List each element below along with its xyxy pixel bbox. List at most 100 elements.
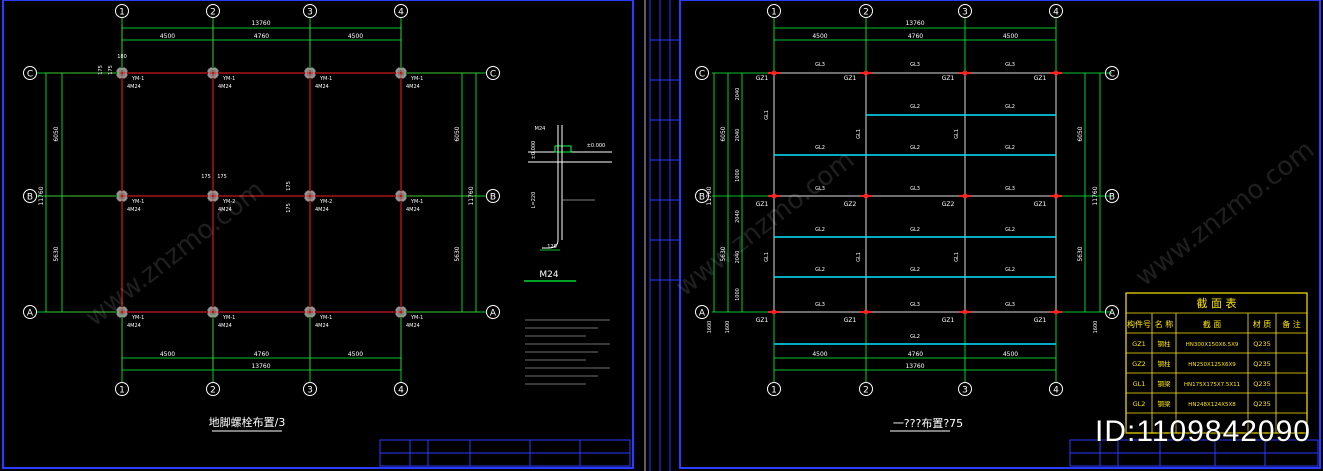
left-sheet-frame (2, 0, 634, 469)
column-label-GZ1: GZ1 (942, 75, 955, 82)
dim-left-upper: 6050 (720, 126, 727, 141)
anchor-bolt-group (305, 307, 315, 317)
detail-label: M24 (535, 126, 546, 132)
beam-label-gl2: GL2 (910, 145, 920, 151)
bolt-sublabel: 4M24 (315, 207, 329, 213)
column-label-GZ1: GZ1 (1034, 317, 1047, 324)
grid-bubble-top-1 (767, 4, 781, 18)
left-title-block (379, 439, 631, 467)
grid-bubble-top-3 (303, 4, 317, 18)
watermark-text: www.znzmo.com (670, 145, 860, 303)
dim-right-upper: 6050 (454, 126, 461, 141)
grid-bubble-bottom-3-label: 3 (307, 386, 313, 396)
table-cell: GZ2 (1132, 360, 1146, 368)
steel-plan-title: 一???布置?75 (893, 417, 963, 430)
grid-bubble-left-B (23, 189, 37, 203)
column-label-GZ1: GZ1 (844, 317, 857, 324)
anchor-bolt-group (305, 68, 315, 78)
grid-bubble-right-C-label: C (490, 70, 496, 80)
grid-bubble-right-A-label: A (1109, 309, 1116, 319)
grid-bubble-left-A (695, 305, 709, 319)
table-cell: Q235 (1253, 380, 1271, 388)
grid-bubble-top-2-label: 2 (210, 8, 216, 18)
dim-left-upper: 6050 (53, 126, 60, 141)
bolt-label: YM-1 (319, 76, 332, 82)
column-label-GZ2: GZ2 (844, 201, 857, 208)
column-node (1053, 309, 1059, 315)
beam-label-gl2: GL2 (815, 267, 825, 273)
bolt-label: YM-1 (131, 315, 144, 321)
column-label-GZ1: GZ1 (942, 317, 955, 324)
dim-bottom: 4760 (908, 351, 923, 358)
grid-bubble-left-B-label: B (27, 193, 33, 203)
grid-bubble-top-4 (394, 4, 408, 18)
column-node (863, 70, 869, 76)
table-cell: Q235 (1253, 360, 1271, 368)
column-label-GZ1: GZ1 (756, 75, 769, 82)
dim-bottom: 4500 (1003, 351, 1018, 358)
bolt-label: YM-1 (410, 199, 423, 205)
grid-bubble-bottom-3 (303, 382, 317, 396)
dim-left-stack: 2040 (735, 210, 741, 223)
dim-left-stack: 2040 (735, 129, 741, 142)
grid-bubble-left-C-label: C (699, 70, 705, 80)
bolt-sublabel: 4M24 (127, 84, 141, 90)
bolt-label: YM-1 (131, 76, 144, 82)
dim-left-lower: 5630 (53, 246, 60, 261)
dim-left-stack: 1000 (735, 288, 741, 301)
bolt-sublabel: 4M24 (315, 323, 329, 329)
table-cell: 钢柱 (1158, 339, 1172, 348)
detail-title: M24 (539, 270, 558, 280)
anchor-bolt-plan-title: 地脚螺栓布置/3 (209, 415, 286, 429)
dim-top: 4760 (254, 33, 269, 40)
bolt-label: YM-1 (410, 315, 423, 321)
grid-bubble-right-A-label: A (490, 309, 497, 319)
detail-dim: 120 (547, 244, 557, 250)
column-label-GZ1: GZ1 (844, 75, 857, 82)
beam-label-gl2: GL2 (1005, 227, 1015, 233)
table-cell: Q235 (1253, 340, 1271, 348)
beam-label-gl2: GL2 (910, 227, 920, 233)
table-cell: HN248X124X5X8 (1188, 402, 1236, 408)
dim-left-stack: 1000 (735, 169, 741, 182)
column-label-GZ2: GZ2 (942, 201, 955, 208)
table-header: 材 质 (1253, 319, 1272, 329)
bolt-sublabel: 4M24 (315, 84, 329, 90)
watermark-text: www.znzmo.com (1130, 135, 1320, 293)
dim-left-stack: 2040 (735, 251, 741, 264)
column-node (863, 309, 869, 315)
watermark-text: www.znzmo.com (80, 175, 270, 333)
anchor-bolt-group (117, 191, 127, 201)
grid-bubble-bottom-2-label: 2 (863, 386, 869, 396)
grid-bubble-top-2 (859, 4, 873, 18)
grid-bubble-right-C-label: C (1109, 70, 1115, 80)
beam-label-gl2: GL2 (1005, 145, 1015, 151)
grid-bubble-bottom-4-label: 4 (398, 386, 404, 396)
grid-bubble-left-C-label: C (27, 70, 33, 80)
nut (554, 145, 572, 153)
grid-bubble-left-A-label: A (27, 309, 34, 319)
table-cell: Q235 (1253, 400, 1271, 408)
column-node (962, 309, 968, 315)
anchor-bolt-group (396, 68, 406, 78)
grid-bubble-right-B (1105, 189, 1119, 203)
grid-bubble-left-C (23, 66, 37, 80)
dim-total-bottom: 13760 (905, 363, 924, 370)
anchor-bolt-group (396, 191, 406, 201)
dim-left-extra: 1600 (725, 321, 731, 334)
watermark: www.znzmo.com www.znzmo.com www.znzmo.com (80, 135, 1320, 333)
column-node (771, 193, 777, 199)
bolt-label: YM-1 (319, 315, 332, 321)
dim-small: 175 (98, 65, 104, 75)
grid-bubble-right-C (1105, 66, 1119, 80)
dim-small: 175 (201, 174, 211, 180)
bolt-label: YM-1 (131, 199, 144, 205)
dim-top: 4500 (160, 33, 175, 40)
dim-left-extra: 1600 (707, 321, 713, 334)
column-node (1053, 193, 1059, 199)
beam-label-gl1: GL1 (954, 252, 960, 262)
dim-top: 4500 (1003, 33, 1018, 40)
